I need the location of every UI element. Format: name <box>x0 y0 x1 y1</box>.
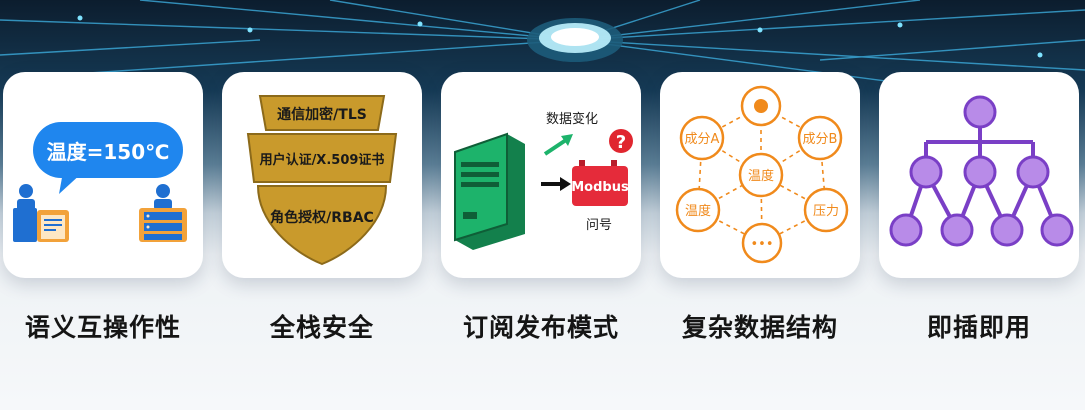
security-layer-2: 用户认证/X.509证书 <box>259 152 385 168</box>
modbus-label: Modbus <box>571 180 629 195</box>
card-full-stack-security: 通信加密/TLS 用户认证/X.509证书 角色授权/RBAC <box>222 72 422 278</box>
label-pub-sub: 订阅发布模式 <box>462 313 619 342</box>
node-label: ••• <box>750 237 773 252</box>
label-complex-data: 复杂数据结构 <box>681 313 838 342</box>
svg-text:?: ? <box>616 132 626 153</box>
arrow-right-icon <box>541 177 571 191</box>
node-label: 压力 <box>813 204 839 219</box>
card-pub-sub: 数据变化 Modbus ? 问号 <box>441 72 641 278</box>
arrow-up-right-icon <box>543 134 573 156</box>
card-plug-and-play <box>879 72 1079 278</box>
server-icon <box>454 132 525 250</box>
card-complex-data: 成分A 成分B 温度 温度 压力 ••• <box>660 72 860 278</box>
modbus-device-icon: Modbus <box>571 160 629 206</box>
shield-icon: 通信加密/TLS 用户认证/X.509证书 角色授权/RBAC <box>246 95 398 266</box>
security-layer-3: 角色授权/RBAC <box>270 209 374 226</box>
label-plug-and-play: 即插即用 <box>926 313 1031 342</box>
label-full-stack-security: 全栈安全 <box>269 313 374 342</box>
card-semantic-interoperability: 温度=150℃ <box>3 72 203 278</box>
person-at-server-icon <box>139 184 187 242</box>
node-label: 温度 <box>748 168 774 184</box>
node-label: 温度 <box>685 203 711 219</box>
poll-label: 问号 <box>586 218 612 233</box>
data-change-label: 数据变化 <box>546 111 598 127</box>
security-layer-1: 通信加密/TLS <box>277 106 367 123</box>
label-semantic-interoperability: 语义互操作性 <box>24 313 181 342</box>
node-label: 成分B <box>803 132 838 147</box>
bubble-text: 温度=150℃ <box>47 140 170 164</box>
person-at-desk-icon <box>13 184 69 242</box>
hierarchy-tree-icon <box>889 95 1074 247</box>
speech-bubble: 温度=150℃ <box>33 122 183 194</box>
question-mark-icon: ? <box>609 129 633 153</box>
node-label: 成分A <box>685 132 720 147</box>
